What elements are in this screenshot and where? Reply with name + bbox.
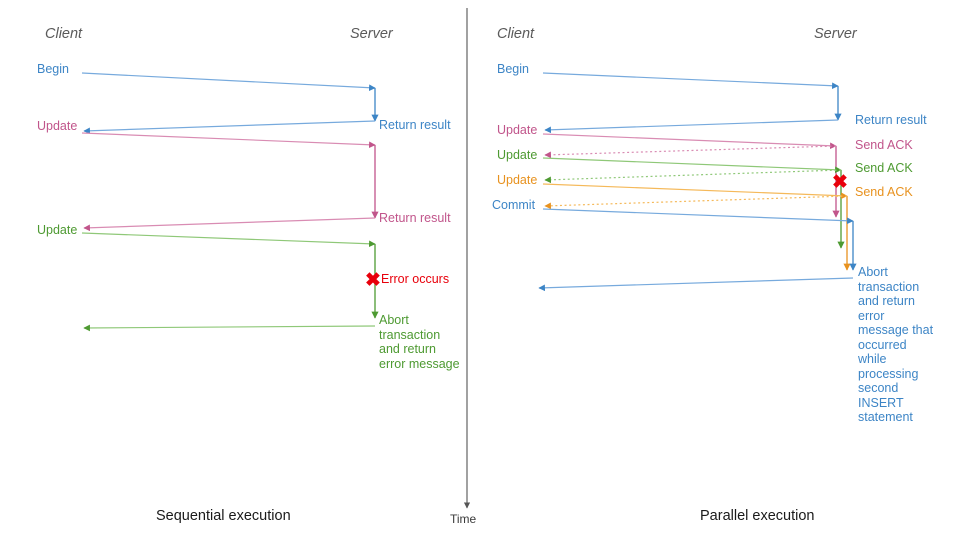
panel-title-sequential: Sequential execution: [156, 508, 291, 524]
message-arrow-response-update-3-parallel[interactable]: [544, 195, 848, 210]
message-label-update-2-response-sequential: Abort transaction and return error messa…: [379, 313, 460, 371]
message-label-update-1-response-sequential: Return result: [379, 211, 451, 225]
message-arrow-request-update-1-sequential[interactable]: [81, 132, 376, 149]
message-arrow-request-update-1-parallel[interactable]: [542, 133, 837, 150]
message-arrow-request-update-2-parallel[interactable]: [542, 157, 842, 174]
error-x-icon-parallel: ✖: [832, 172, 848, 193]
message-label-update-3-response-parallel: Send ACK: [855, 185, 913, 199]
panel-title-parallel: Parallel execution: [700, 508, 815, 524]
message-arrow-response-begin-parallel[interactable]: [544, 119, 839, 134]
message-arrow-request-update-2-sequential[interactable]: [81, 232, 376, 248]
error-label-sequential: Error occurs: [381, 272, 450, 286]
message-label-update-3-request-parallel: Update: [497, 173, 538, 187]
message-arrow-response-update-1-sequential[interactable]: [83, 217, 376, 232]
message-label-update-1-request-sequential: Update: [37, 119, 78, 133]
message-label-update-1-response-parallel: Send ACK: [855, 138, 913, 152]
message-arrow-response-commit-parallel[interactable]: [538, 277, 854, 292]
message-label-begin-response-sequential: Return result: [379, 118, 451, 132]
message-arrow-request-commit-parallel[interactable]: [542, 208, 854, 225]
message-arrow-request-begin-parallel[interactable]: [542, 72, 839, 90]
message-arrow-response-update-1-parallel[interactable]: [544, 145, 837, 159]
error-x-icon-sequential: ✖: [365, 270, 381, 291]
actor-label-client-sequential: Client: [45, 26, 83, 42]
message-arrow-request-begin-sequential[interactable]: [81, 72, 376, 91]
message-arrow-request-update-3-parallel[interactable]: [542, 183, 848, 200]
actor-label-client-parallel: Client: [497, 26, 535, 42]
message-label-update-2-response-parallel: Send ACK: [855, 161, 913, 175]
message-label-update-2-request-parallel: Update: [497, 148, 538, 162]
message-label-update-2-request-sequential: Update: [37, 223, 78, 237]
message-label-commit-request-parallel: Commit: [492, 198, 536, 212]
message-label-update-1-request-parallel: Update: [497, 123, 538, 137]
actor-label-server-parallel: Server: [814, 26, 857, 42]
message-label-commit-response-parallel: Abort transaction and return error messa…: [858, 265, 934, 424]
message-arrow-response-update-2-sequential[interactable]: [83, 324, 376, 332]
message-label-begin-request-parallel: Begin: [497, 62, 529, 76]
message-arrow-response-begin-sequential[interactable]: [83, 120, 376, 135]
actor-label-server-sequential: Server: [350, 26, 393, 42]
message-arrow-response-update-2-parallel[interactable]: [544, 169, 842, 184]
message-label-begin-response-parallel: Return result: [855, 113, 927, 127]
time-axis-label: Time: [450, 512, 477, 526]
message-label-begin-request-sequential: Begin: [37, 62, 69, 76]
